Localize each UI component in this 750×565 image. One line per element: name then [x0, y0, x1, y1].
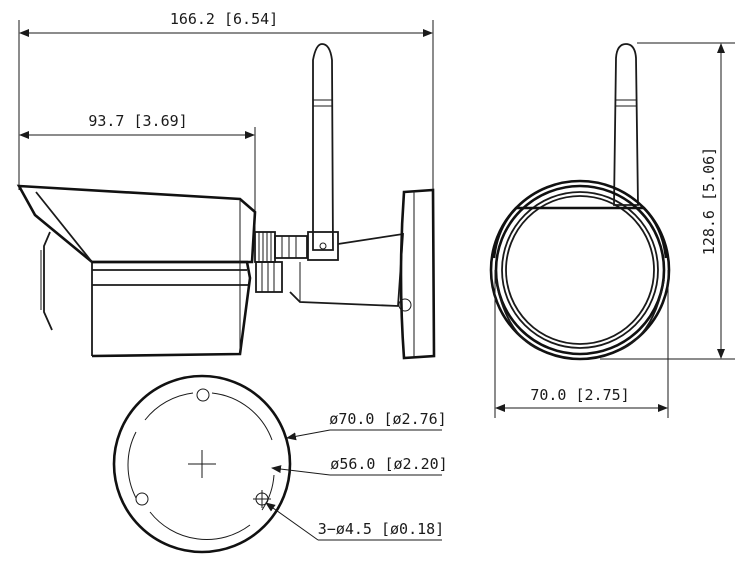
mount-holes-label: 3−ø4.5 [ø0.18]: [318, 520, 444, 538]
antenna-side: [307, 43, 339, 261]
mount-arm: [289, 232, 404, 307]
body-length-label: 93.7 [3.69]: [88, 112, 187, 130]
camera-body: [40, 200, 252, 358]
side-view: 166.2 [6.54] 93.7 [3.69]: [16, 10, 436, 360]
base-diameter-label: ø70.0 [ø2.76]: [329, 410, 446, 428]
front-view: 128.6 [5.06] 70.0 [2.75]: [489, 42, 735, 418]
mount-holes-callout: 3−ø4.5 [ø0.18]: [265, 502, 444, 541]
base-view: ø70.0 [ø2.76] ø56.0 [ø2.20] 3−ø4.5 [ø0.1…: [112, 374, 448, 554]
mount-hole: [135, 492, 149, 506]
body-length-dimension: 93.7 [3.69]: [19, 112, 256, 235]
height-dimension: 128.6 [5.06]: [600, 42, 735, 360]
height-label: 128.6 [5.06]: [700, 147, 718, 255]
base-diameter-callout: ø70.0 [ø2.76]: [286, 410, 447, 441]
antenna-connector: [254, 231, 308, 293]
front-housing: [489, 179, 671, 361]
mount-base-side: [398, 188, 436, 360]
camera-sunshield: [16, 184, 257, 356]
mount-hole: [196, 388, 210, 402]
overall-length-dimension: 166.2 [6.54]: [18, 10, 434, 192]
hole-circle-label: ø56.0 [ø2.20]: [330, 455, 447, 473]
hole-circle-callout: ø56.0 [ø2.20]: [271, 455, 448, 476]
base-outer-circle: [112, 374, 292, 554]
front-width-dimension: 70.0 [2.75]: [494, 270, 669, 418]
front-width-label: 70.0 [2.75]: [530, 386, 629, 404]
antenna-front: [613, 43, 639, 206]
overall-length-label: 166.2 [6.54]: [170, 10, 278, 28]
